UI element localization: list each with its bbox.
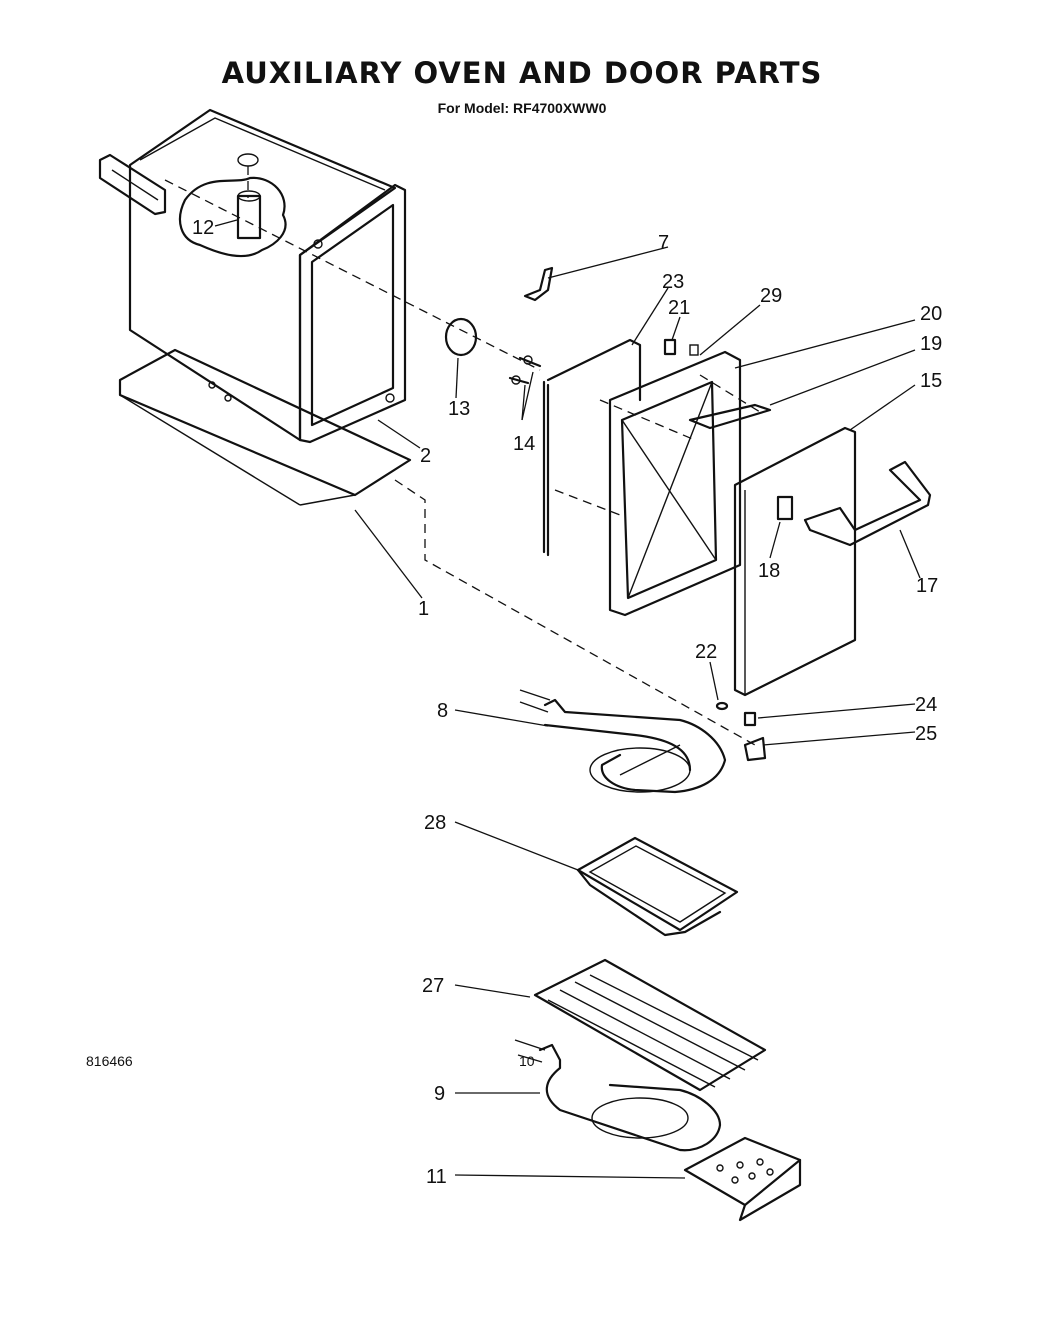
model-label: For Model: RF4700XWW0	[437, 100, 607, 116]
callout-22: 22	[695, 641, 717, 663]
leader-lines	[214, 219, 921, 1179]
clip	[523, 266, 554, 302]
callout-7: 7	[658, 232, 669, 254]
callout-14: 14	[513, 433, 535, 455]
vent-disc	[444, 317, 478, 357]
page-number: 10	[519, 1053, 535, 1069]
door-outer-panel	[733, 426, 857, 697]
door-inner-frame	[608, 350, 742, 617]
callout-1: 1	[418, 598, 429, 620]
fastener	[663, 338, 677, 356]
door-handle	[803, 460, 932, 547]
callout-19: 19	[920, 333, 942, 355]
callout-9: 9	[434, 1083, 445, 1105]
callout-2: 2	[420, 445, 431, 467]
broil-element	[519, 689, 727, 794]
bottom-panel	[118, 348, 412, 506]
assembly-lines	[164, 166, 761, 746]
side-bracket	[98, 153, 167, 216]
callout-21: 21	[668, 297, 690, 319]
element-bracket-plate	[683, 1136, 802, 1222]
callout-23: 23	[662, 271, 684, 293]
callout-11: 11	[426, 1166, 447, 1188]
callout-27: 27	[422, 975, 444, 997]
callout-15: 15	[920, 370, 942, 392]
page-title: AUXILIARY OVEN AND DOOR PARTS	[221, 56, 823, 90]
oven-rack	[533, 958, 767, 1092]
door-gasket	[542, 338, 642, 557]
hinge-hardware	[715, 701, 767, 762]
document-number: 816466	[86, 1053, 133, 1069]
door-hinge-bracket	[688, 403, 772, 430]
callout-25: 25	[915, 723, 937, 745]
spacer	[689, 344, 699, 356]
bake-element	[514, 1039, 722, 1152]
callout-17: 17	[916, 575, 938, 597]
callout-24: 24	[915, 694, 937, 716]
callout-18: 18	[758, 560, 780, 582]
screws	[508, 355, 542, 385]
broil-pan	[576, 836, 739, 937]
door-switch-icon	[776, 495, 794, 521]
callout-12: 12	[192, 217, 214, 239]
callout-28: 28	[424, 812, 446, 834]
callout-29: 29	[760, 285, 782, 307]
callout-13: 13	[448, 398, 470, 420]
callout-8: 8	[437, 700, 448, 722]
callout-20: 20	[920, 303, 942, 325]
